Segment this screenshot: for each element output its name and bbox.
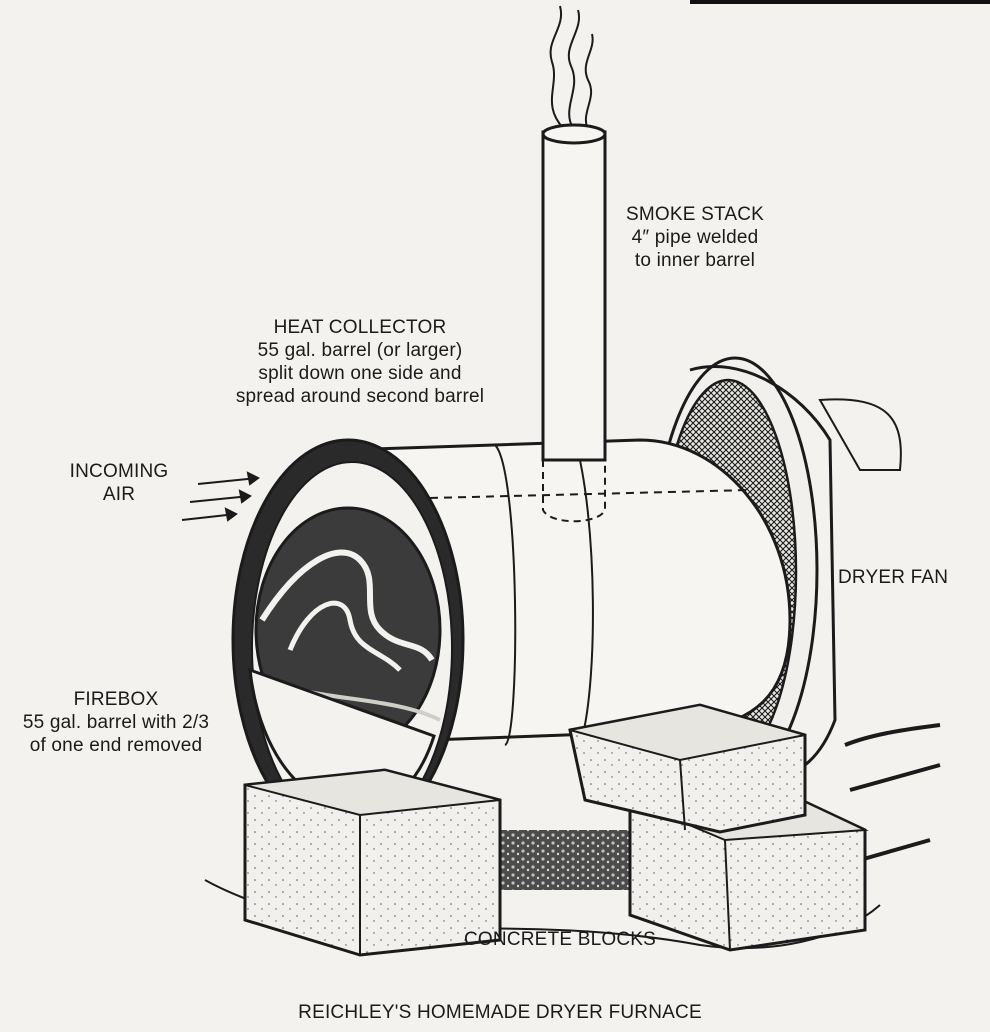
gravel-bed <box>500 830 640 890</box>
heat-collector-line1: 55 gal. barrel (or larger) <box>257 340 463 361</box>
smoke-stack-label: SMOKE STACK 4″ pipe welded to inner barr… <box>600 203 790 272</box>
smoke-stack-pipe <box>541 123 607 523</box>
incoming-air-line1: INCOMING <box>69 461 169 482</box>
incoming-air-label: INCOMING AIR <box>60 460 178 506</box>
concrete-blocks-label: CONCRETE BLOCKS <box>430 928 690 951</box>
concrete-blocks-title: CONCRETE BLOCKS <box>464 929 656 950</box>
heat-collector-line2: split down one side and <box>258 363 462 384</box>
caption-text: REICHLEY'S HOMEMADE DRYER FURNACE <box>298 1002 702 1023</box>
figure-caption: REICHLEY'S HOMEMADE DRYER FURNACE <box>230 1001 770 1024</box>
dryer-fan-label: DRYER FAN <box>838 566 978 589</box>
barrel-front <box>231 438 465 842</box>
heat-collector-line3: spread around second barrel <box>235 386 485 407</box>
incoming-air-arrows <box>181 471 260 522</box>
firebox-line1: 55 gal. barrel with 2/3 <box>22 712 210 733</box>
heat-collector-label: HEAT COLLECTOR 55 gal. barrel (or larger… <box>210 316 510 408</box>
smoke-stack-line1: 4″ pipe welded <box>631 227 759 248</box>
firebox-title: FIREBOX <box>73 689 159 710</box>
firebox-label: FIREBOX 55 gal. barrel with 2/3 of one e… <box>0 688 232 757</box>
firebox-line2: of one end removed <box>29 735 203 756</box>
smoke-stack-line2: to inner barrel <box>634 250 756 271</box>
smoke-wisps <box>549 5 594 131</box>
dryer-fan-title: DRYER FAN <box>838 567 949 588</box>
incoming-air-line2: AIR <box>102 484 136 505</box>
smoke-stack-title: SMOKE STACK <box>625 204 765 225</box>
concrete-blocks <box>243 703 869 957</box>
heat-collector-title: HEAT COLLECTOR <box>273 317 447 338</box>
